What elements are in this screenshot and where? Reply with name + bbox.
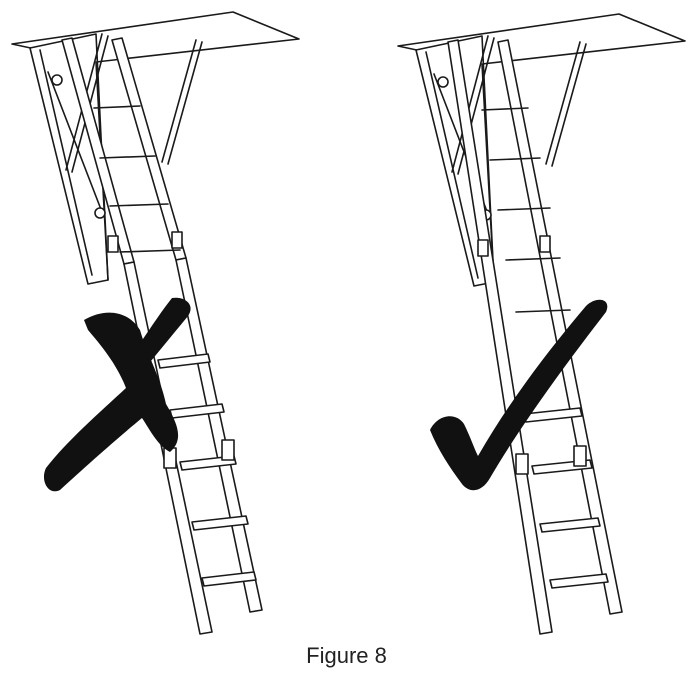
figure-caption: Figure 8 [306, 643, 387, 668]
figure-8-diagram [11, 11, 686, 635]
check-mark-icon [430, 299, 608, 491]
upper-ladder-section [61, 37, 187, 265]
cross-mark-icon [43, 297, 191, 492]
correct-installation-panel [397, 13, 686, 635]
lower-ladder-section [123, 257, 263, 635]
ceiling-trapdoor [11, 11, 300, 285]
straight-ladder [447, 39, 623, 635]
incorrect-installation-panel [11, 11, 300, 635]
